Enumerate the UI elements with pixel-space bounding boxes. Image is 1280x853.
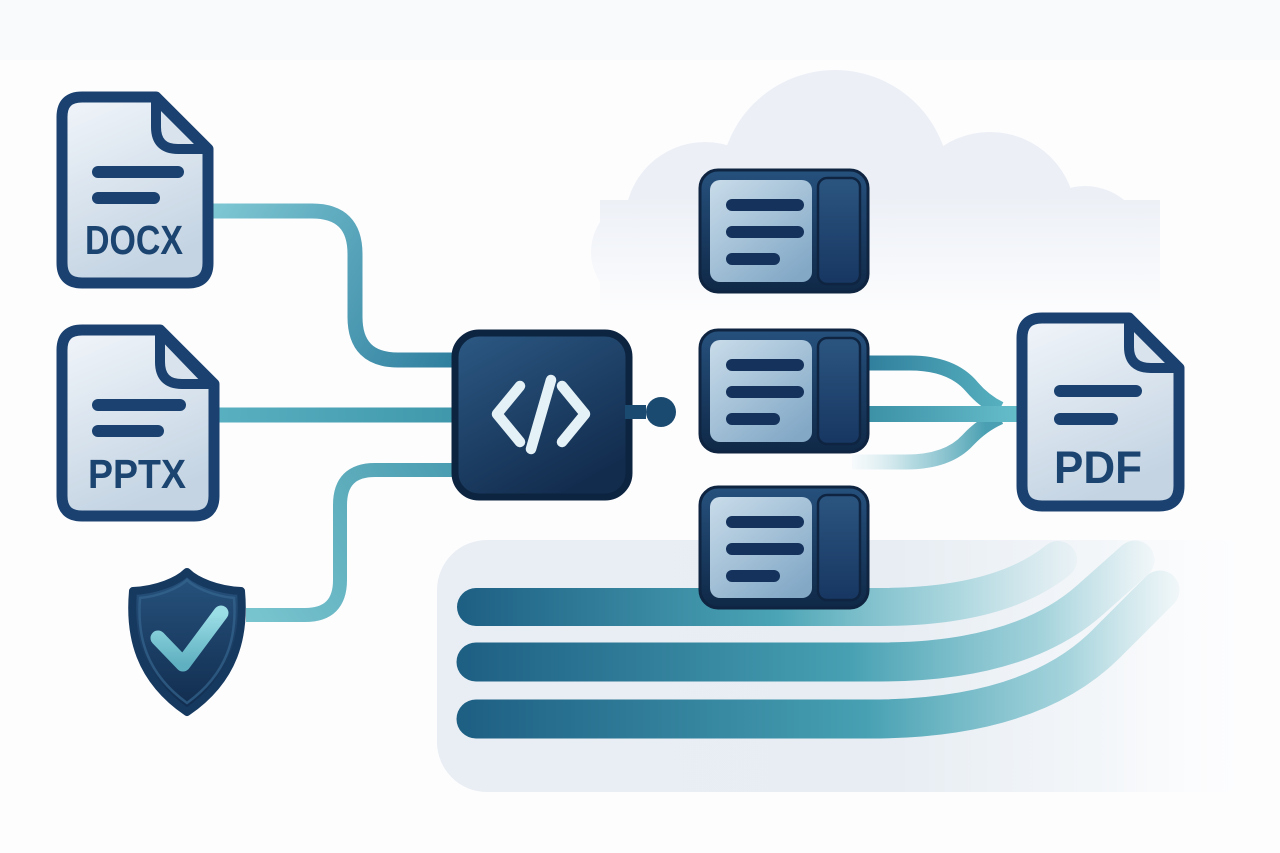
- page-card-spine: [816, 493, 862, 602]
- merge-connectors: [852, 355, 1018, 470]
- page-card-spine: [816, 336, 862, 446]
- page-cards: [698, 168, 870, 610]
- file-text-lines: [92, 399, 186, 437]
- pdf-file-icon: PDF: [1016, 312, 1185, 512]
- folded-corner: [1124, 315, 1182, 373]
- pdf-label: PDF: [1054, 442, 1142, 493]
- pptx-file-icon: PPTX: [56, 324, 220, 522]
- pptx-label: PPTX: [88, 451, 186, 497]
- code-converter-box: [451, 329, 676, 501]
- page-card-middle: [698, 328, 870, 454]
- swoosh-bars: [456, 540, 1180, 739]
- folded-corner: [155, 327, 215, 389]
- page-card-top: [698, 168, 870, 294]
- page-card-spine: [816, 176, 862, 286]
- file-text-lines: [92, 166, 184, 204]
- shield-connector-line: [246, 463, 460, 622]
- merge-branch-top: [864, 355, 1004, 416]
- page-card-bottom: [698, 485, 870, 610]
- converter-output-dot: [625, 397, 676, 427]
- background-tint: [0, 0, 1280, 60]
- page-text-lines: [726, 199, 804, 265]
- docx-connector-line: [206, 203, 460, 368]
- page-text-lines: [726, 516, 804, 582]
- file-text-lines: [1054, 385, 1142, 425]
- input-connectors: [206, 203, 460, 622]
- cloud-fade: [560, 195, 1200, 315]
- checkmark-icon: [150, 605, 229, 672]
- docx-label: DOCX: [85, 217, 183, 263]
- code-icon: [491, 374, 591, 455]
- shield-check-icon: [128, 568, 246, 716]
- swoosh-bar-bottom: [456, 570, 1180, 739]
- folded-corner: [151, 94, 211, 154]
- swoosh-bar-top: [457, 541, 1077, 626]
- page-text-lines: [726, 359, 804, 425]
- swoosh-bar-middle: [456, 540, 1155, 682]
- merge-branch-bottom: [852, 410, 1004, 470]
- docx-file-icon: DOCX: [56, 91, 214, 289]
